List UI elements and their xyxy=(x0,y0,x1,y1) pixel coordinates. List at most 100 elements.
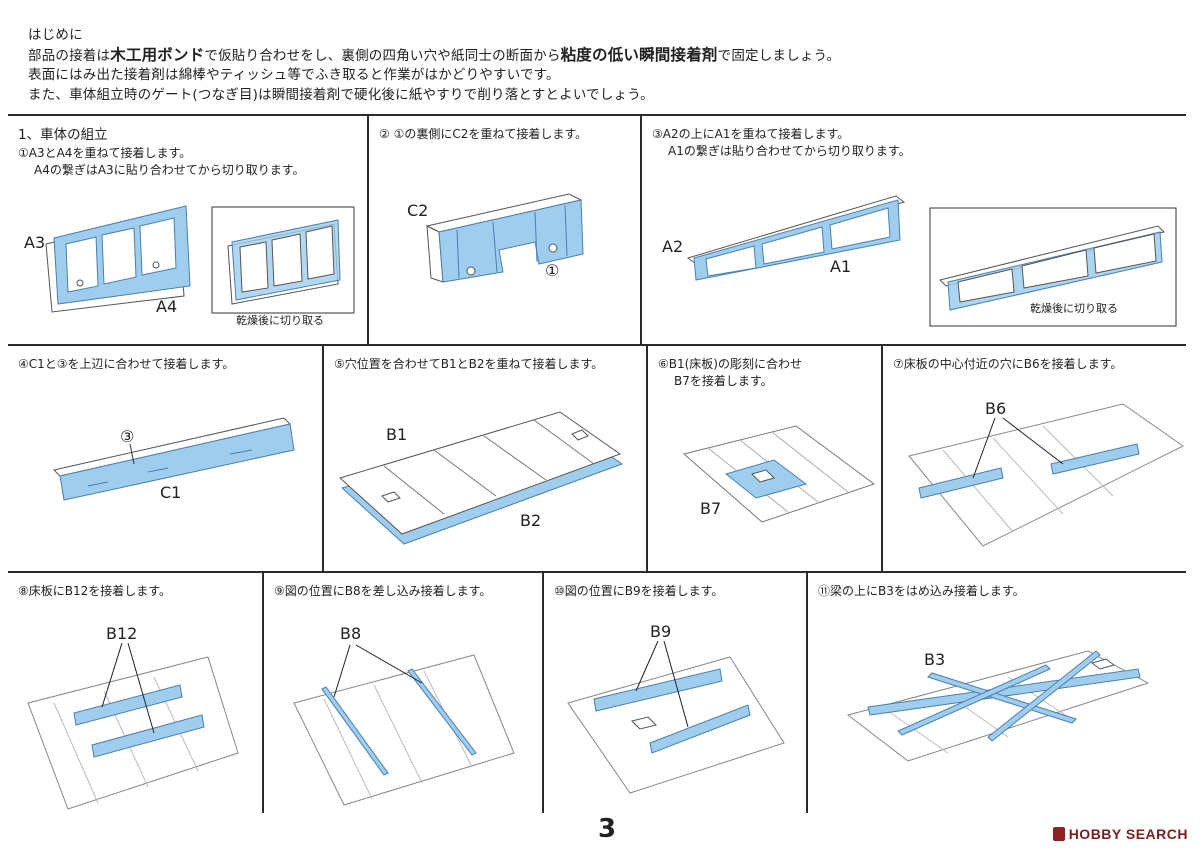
step-9-illustration: B8 xyxy=(293,624,515,806)
step-8-illustration: B12 xyxy=(27,624,239,810)
part-b6 xyxy=(918,443,1140,499)
intro-line-3: また、車体組立時のゲート(つなぎ目)は瞬間接着剤で硬化後に紙やすりで削り落とすと… xyxy=(28,86,654,103)
col-divider xyxy=(640,116,642,344)
step-1-line-1: ①A3とA4を重ねて接着します。 xyxy=(18,146,192,160)
step-1-illustration: A3 A4 乾燥後に切り取る xyxy=(24,205,355,327)
step-7-caption: ⑦床板の中心付近の穴にB6を接着します。 xyxy=(893,356,1122,373)
part-b1-b2 xyxy=(339,411,624,545)
step-3-panel: ③A2の上にA1を重ねて接着します。 A1の繋ぎは貼り合わせてから切り取ります。… xyxy=(642,116,1186,344)
col-divider xyxy=(806,573,808,813)
floor-plate xyxy=(567,656,785,794)
step-3-illustration: A2 A1 乾燥後に切り取る xyxy=(662,195,1177,327)
top-divider xyxy=(8,114,1186,116)
detail-box xyxy=(929,207,1177,327)
label-a4: A4 xyxy=(156,297,177,316)
step-4-panel: ④C1と③を上辺に合わせて接着します。 ③ C1 xyxy=(8,346,322,571)
part-b7 xyxy=(724,459,808,499)
step-9-caption: ⑨図の位置にB8を差し込み接着します。 xyxy=(274,583,491,600)
step-1-caption: 1、車体の組立 ①A3とA4を重ねて接着します。 A4の繋ぎはA3に貼り合わせて… xyxy=(18,126,305,179)
part-b12 xyxy=(73,684,205,758)
step-3-line-1: ③A2の上にA1を重ねて接着します。 xyxy=(652,127,850,141)
col-divider xyxy=(542,573,544,813)
detail-part xyxy=(939,225,1165,311)
step-4-caption: ④C1と③を上辺に合わせて接着します。 xyxy=(18,356,234,373)
step-6-caption: ⑥B1(床板)の彫刻に合わせ B7を接着します。 xyxy=(658,356,802,390)
intro-line-1d: 粘度の低い瞬間接着剤 xyxy=(560,45,718,64)
step-5-panel: ⑤穴位置を合わせてB1とB2を重ねて接着します。 B1 B2 xyxy=(324,346,646,571)
part-c2 xyxy=(425,193,584,283)
step-7-line-1: ⑦床板の中心付近の穴にB6を接着します。 xyxy=(893,357,1123,371)
step-3-line-2: A1の繋ぎは貼り合わせてから切り取ります。 xyxy=(668,144,911,158)
label-c1: C1 xyxy=(160,483,181,502)
step-5-line-1: ⑤穴位置を合わせてB1とB2を重ねて接着します。 xyxy=(334,357,604,371)
step-7-illustration: B6 xyxy=(908,399,1184,547)
step-4-line-1: ④C1と③を上辺に合わせて接着します。 xyxy=(18,357,235,371)
brand-watermark: HOBBY SEARCH xyxy=(1052,826,1188,842)
floor-plate xyxy=(908,403,1184,547)
step-9-line-1: ⑨図の位置にB8を差し込み接着します。 xyxy=(274,584,492,598)
brand-logo-icon xyxy=(1052,827,1065,841)
section-title: 1、車体の組立 xyxy=(18,127,108,143)
step-11-panel: ⑪梁の上にB3をはめ込み接着します。 B3 xyxy=(808,573,1186,813)
floor-plate xyxy=(293,654,515,806)
intro-line-1b: 木工用ボンド xyxy=(110,45,205,64)
step-11-illustration: B3 xyxy=(846,650,1150,762)
step-2-panel: ② ①の裏側にC2を重ねて接着します。 C2 ① xyxy=(369,116,640,344)
step-2-caption: ② ①の裏側にC2を重ねて接着します。 xyxy=(379,126,587,143)
leader-line xyxy=(129,443,135,465)
label-b8: B8 xyxy=(340,624,361,643)
step-3-caption: ③A2の上にA1を重ねて接着します。 A1の繋ぎは貼り合わせてから切り取ります。 xyxy=(652,126,911,160)
detail-box xyxy=(211,206,355,314)
part-a1-a2 xyxy=(686,195,906,281)
step-1-panel: 1、車体の組立 ①A3とA4を重ねて接着します。 A4の繋ぎはA3に貼り合わせて… xyxy=(8,116,367,344)
step-6-illustration: B7 xyxy=(682,425,876,523)
detail-note: 乾燥後に切り取る xyxy=(236,313,324,327)
step-8-panel: ⑧床板にB12を接着します。 B12 xyxy=(8,573,262,813)
part-b8 xyxy=(321,668,477,776)
step-5-illustration: B1 B2 xyxy=(339,411,624,545)
step-10-panel: ⑩図の位置にB9を接着します。 B9 xyxy=(544,573,806,813)
col-divider xyxy=(646,346,648,571)
brand-text: HOBBY SEARCH xyxy=(1068,826,1188,842)
label-b6: B6 xyxy=(985,399,1006,418)
step-9-panel: ⑨図の位置にB8を差し込み接着します。 B8 xyxy=(264,573,542,813)
step-7-panel: ⑦床板の中心付近の穴にB6を接着します。 B6 xyxy=(883,346,1186,571)
part-a3-a4 xyxy=(45,205,191,313)
label-step3-ref: ③ xyxy=(120,427,134,446)
label-a3: A3 xyxy=(24,233,45,252)
label-b3: B3 xyxy=(924,650,945,669)
label-b7: B7 xyxy=(700,499,721,518)
col-divider xyxy=(322,346,324,571)
step-8-caption: ⑧床板にB12を接着します。 xyxy=(18,583,171,600)
detail-note: 乾燥後に切り取る xyxy=(1030,301,1118,315)
step-2-line-1: ② ①の裏側にC2を重ねて接着します。 xyxy=(379,127,588,141)
row-divider-2 xyxy=(8,571,1186,573)
intro-line-1a: 部品の接着は xyxy=(28,47,111,64)
label-b2: B2 xyxy=(520,511,541,530)
step-11-line-1: ⑪梁の上にB3をはめ込み接着します。 xyxy=(818,584,1025,598)
col-divider xyxy=(881,346,883,571)
row-divider-1 xyxy=(8,344,1186,346)
label-c2: C2 xyxy=(407,201,428,220)
label-b12: B12 xyxy=(106,624,137,643)
step-10-illustration: B9 xyxy=(567,622,785,794)
intro-line-1c: で仮貼り合わせをし、裏側の四角い穴や紙同士の断面から xyxy=(204,47,561,64)
label-b1: B1 xyxy=(386,425,407,444)
col-divider xyxy=(262,573,264,813)
label-a2: A2 xyxy=(662,237,683,256)
step-8-line-1: ⑧床板にB12を接着します。 xyxy=(18,584,172,598)
step-6-panel: ⑥B1(床板)の彫刻に合わせ B7を接着します。 B7 xyxy=(648,346,881,571)
step-1-line-2: A4の繋ぎはA3に貼り合わせてから切り取ります。 xyxy=(34,163,305,177)
part-b3 xyxy=(867,650,1141,742)
part-b9 xyxy=(593,668,751,754)
intro-line-1: 部品の接着は木工用ボンドで仮貼り合わせをし、裏側の四角い穴や紙同士の断面から粘度… xyxy=(28,46,1178,67)
col-divider xyxy=(367,116,369,344)
step-10-line-1: ⑩図の位置にB9を接着します。 xyxy=(554,584,724,598)
step-10-caption: ⑩図の位置にB9を接着します。 xyxy=(554,583,723,600)
step-5-caption: ⑤穴位置を合わせてB1とB2を重ねて接着します。 xyxy=(334,356,603,373)
step-4-illustration: ③ C1 xyxy=(53,417,295,502)
intro-line-2: 表面にはみ出た接着剤は綿棒やティッシュ等でふき取ると作業がはかどりやすいです。 xyxy=(28,67,560,83)
step-6-line-1: ⑥B1(床板)の彫刻に合わせ xyxy=(658,357,802,371)
step-6-line-2: B7を接着します。 xyxy=(674,374,773,388)
step-11-caption: ⑪梁の上にB3をはめ込み接着します。 xyxy=(818,583,1025,600)
